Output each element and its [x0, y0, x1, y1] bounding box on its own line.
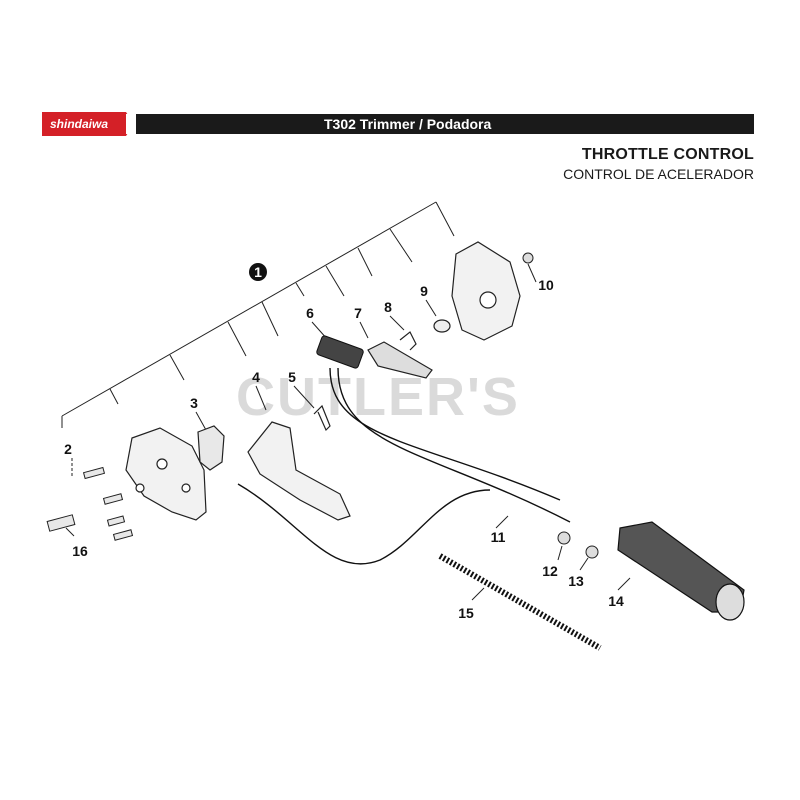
section-title: THROTTLE CONTROL: [581, 146, 754, 163]
model-title: T302 Trimmer / Podadora: [324, 116, 492, 132]
callout-6: 6: [306, 305, 314, 321]
callout-15: 15: [458, 605, 474, 621]
lower-housing: [125, 427, 207, 521]
callout-12: 12: [542, 563, 558, 579]
cables: [237, 367, 571, 565]
header-bar: shindaiwa T302 Trimmer / Podadora: [42, 112, 754, 136]
callout-2: 2: [64, 441, 72, 457]
callout-7: 7: [354, 305, 362, 321]
spring-5: [313, 404, 331, 432]
upper-housing: [451, 241, 521, 341]
callout-5: 5: [288, 369, 296, 385]
callout-10: 10: [538, 277, 554, 293]
screws: [46, 466, 134, 541]
nuts-12-13: [557, 531, 599, 559]
bushing: [433, 319, 451, 333]
stop-switch: [316, 335, 364, 369]
callout-9: 9: [420, 283, 428, 299]
section-subtitle: CONTROL DE ACELERADOR: [563, 166, 754, 182]
shindaiwa-logo: shindaiwa: [42, 112, 126, 136]
callout-16: 16: [72, 543, 88, 559]
title-bar: T302 Trimmer / Podadora: [126, 114, 754, 134]
spring-8: [399, 331, 417, 351]
callout-4: 4: [252, 369, 260, 385]
watermark: CUTLER'S: [236, 367, 520, 427]
throttle-lever: [247, 421, 351, 521]
grip: [617, 521, 745, 621]
callout-14: 14: [608, 593, 624, 609]
callout-13: 13: [568, 573, 584, 589]
callout-3: 3: [190, 395, 198, 411]
corrugated-tube: [438, 553, 602, 651]
assembly-bracket-line: [61, 201, 437, 417]
nut-10: [522, 252, 534, 264]
callout-1: 1: [254, 264, 262, 280]
trigger-lock: [367, 341, 433, 379]
clip-part: [197, 425, 225, 471]
assembly-callout-circle: [249, 263, 267, 281]
callout-11: 11: [491, 529, 506, 545]
callout-8: 8: [384, 299, 392, 315]
